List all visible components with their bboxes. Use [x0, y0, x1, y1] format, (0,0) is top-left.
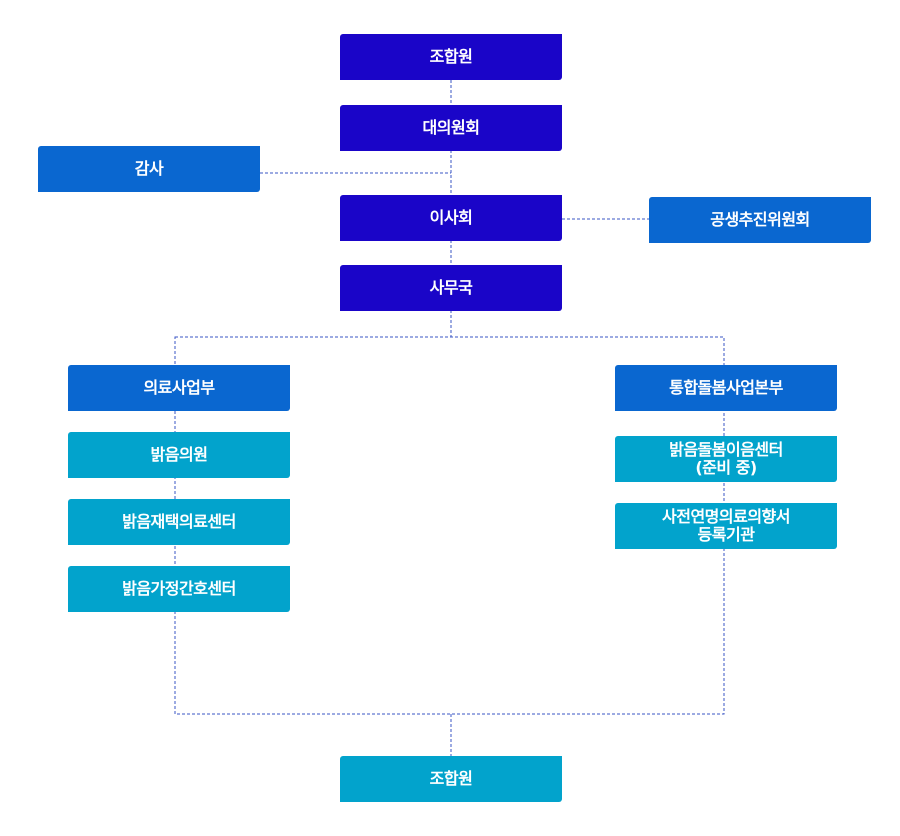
node-label: 대의원회 — [422, 118, 480, 137]
node-balgeum-home-medical-center: 밝음재택의료센터 — [68, 499, 290, 545]
node-secretariat: 사무국 — [340, 265, 562, 311]
node-audit: 감사 — [38, 146, 260, 192]
node-label-line2: (준비 중) — [695, 458, 757, 477]
node-label: 밝음의원 — [150, 445, 208, 464]
node-label: 통합돌봄사업본부 — [669, 378, 783, 397]
node-label: 이사회 — [429, 208, 473, 227]
node-public-promotion-committee: 공생추진위원회 — [649, 197, 871, 243]
node-advance-directive-registry: 사전연명의료의향서 등록기관 — [615, 503, 837, 549]
node-medical-division: 의료사업부 — [68, 365, 290, 411]
node-delegates-council: 대의원회 — [340, 105, 562, 151]
node-label: 조합원 — [429, 47, 473, 66]
node-union-members-bottom: 조합원 — [340, 756, 562, 802]
node-label: 조합원 — [429, 769, 473, 788]
node-balgeum-home-nursing-center: 밝음가정간호센터 — [68, 566, 290, 612]
node-integrated-care-division: 통합돌봄사업본부 — [615, 365, 837, 411]
node-union-members-top: 조합원 — [340, 34, 562, 80]
node-label: 감사 — [134, 159, 164, 178]
node-label: 공생추진위원회 — [710, 210, 810, 229]
node-balgeum-clinic: 밝음의원 — [68, 432, 290, 478]
node-label: 밝음가정간호센터 — [122, 579, 236, 598]
node-label: 의료사업부 — [143, 378, 215, 397]
node-label-line2: 등록기관 — [697, 525, 755, 544]
node-board: 이사회 — [340, 195, 562, 241]
node-label: 사무국 — [429, 278, 473, 297]
node-label-line1: 밝음돌봄이음센터 — [669, 440, 783, 459]
node-label-line1: 사전연명의료의향서 — [662, 507, 790, 526]
node-label: 밝음재택의료센터 — [122, 512, 236, 531]
node-care-link-center: 밝음돌봄이음센터 (준비 중) — [615, 436, 837, 482]
